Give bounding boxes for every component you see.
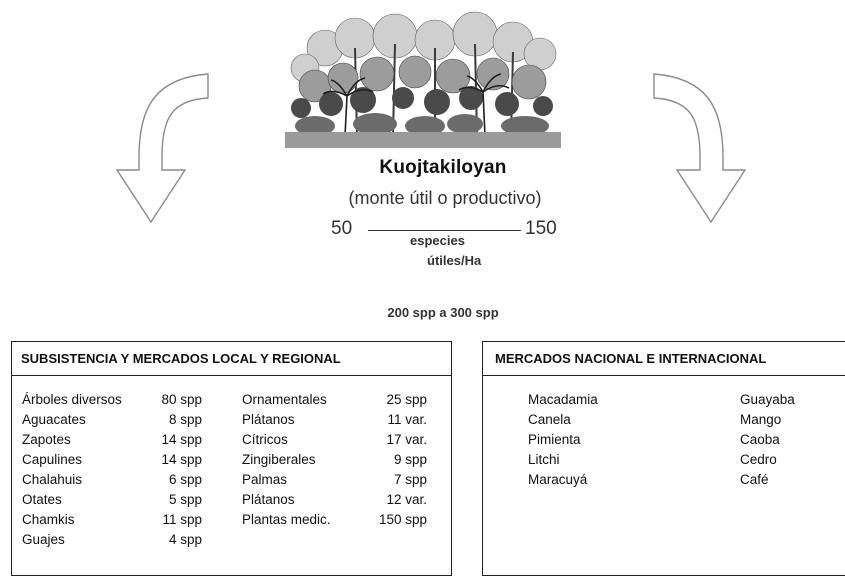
item-name: Mango [740, 412, 782, 427]
total-species: 200 spp a 300 spp [387, 305, 499, 320]
list-item: Otates 5 spp [12, 490, 232, 510]
item-name: Aguacates [22, 412, 86, 427]
item-qty: 25 spp [386, 392, 427, 407]
item-name: Otates [22, 492, 62, 507]
item-name: Caoba [740, 432, 780, 447]
list-item: Plantas medic. 150 spp [232, 510, 452, 530]
list-item: Cítricos 17 var. [232, 430, 452, 450]
item-qty: 150 spp [378, 512, 427, 527]
item-name: Zapotes [22, 432, 71, 447]
subsistence-box: SUBSISTENCIA Y MERCADOS LOCAL Y REGIONAL… [11, 341, 452, 576]
range-unit-line1: especies [410, 233, 465, 248]
item-name: Cedro [740, 452, 777, 467]
national-header: MERCADOS NACIONAL E INTERNACIONAL [483, 342, 845, 376]
range-line [368, 230, 521, 231]
item-name: Zingiberales [242, 452, 316, 467]
subsistence-header: SUBSISTENCIA Y MERCADOS LOCAL Y REGIONAL [12, 342, 451, 376]
item-qty: 7 spp [393, 472, 427, 487]
list-item: Aguacates 8 spp [12, 410, 232, 430]
curved-arrow-down-right-icon [653, 73, 747, 224]
list-item: Zapotes 14 spp [12, 430, 232, 450]
rainforest-illustration [285, 11, 561, 148]
list-item: Litchi Cedro [483, 450, 843, 470]
list-item: Ornamentales 25 spp [232, 390, 452, 410]
national-box: MERCADOS NACIONAL E INTERNACIONAL Macada… [482, 341, 845, 576]
list-item: Plátanos 12 var. [232, 490, 452, 510]
item-qty: 5 spp [168, 492, 202, 507]
list-item: Maracuyá Café [483, 470, 843, 490]
list-item: Macadamia Guayaba [483, 390, 843, 410]
list-item: Pimienta Caoba [483, 430, 843, 450]
range-unit-line2: útiles/Ha [427, 253, 482, 268]
item-name: Cítricos [242, 432, 288, 447]
item-name: Capulines [22, 452, 83, 467]
item-qty: 14 spp [161, 432, 202, 447]
list-item: Zingiberales 9 spp [232, 450, 452, 470]
item-qty: 11 spp [162, 512, 202, 527]
item-name: Maracuyá [528, 472, 588, 487]
item-name: Guajes [22, 532, 65, 547]
item-name: Árboles diversos [22, 392, 122, 407]
list-item: Capulines 14 spp [12, 450, 232, 470]
item-qty: 14 spp [161, 452, 202, 467]
item-qty: 6 spp [168, 472, 202, 487]
item-qty: 80 spp [161, 392, 202, 407]
item-qty: 12 var. [386, 492, 427, 507]
item-name: Plantas medic. [242, 512, 331, 527]
item-name: Plátanos [242, 492, 295, 507]
item-qty: 8 spp [168, 412, 202, 427]
list-item: Palmas 7 spp [232, 470, 452, 490]
item-name: Ornamentales [242, 392, 327, 407]
item-name: Guayaba [740, 392, 795, 407]
item-qty: 9 spp [393, 452, 427, 467]
list-item: Chalahuis 6 spp [12, 470, 232, 490]
curved-arrow-down-left-icon [115, 73, 209, 224]
item-name: Litchi [528, 452, 560, 467]
item-name: Chalahuis [22, 472, 83, 487]
forest-subtitle: (monte útil o productivo) [348, 188, 542, 208]
item-name: Canela [528, 412, 571, 427]
forest-title: Kuojtakiloyan [379, 157, 507, 178]
item-qty: 17 var. [386, 432, 427, 447]
list-item: Guajes 4 spp [12, 530, 232, 550]
list-item: Canela Mango [483, 410, 843, 430]
item-name: Plátanos [242, 412, 295, 427]
list-item: Plátanos 11 var. [232, 410, 452, 430]
item-name: Pimienta [528, 432, 581, 447]
item-qty: 4 spp [168, 532, 202, 547]
range-max: 150 [525, 218, 557, 239]
item-name: Chamkis [22, 512, 75, 527]
item-name: Macadamia [528, 392, 598, 407]
item-qty: 11 var. [387, 412, 427, 427]
range-min: 50 [331, 218, 353, 239]
item-name: Café [740, 472, 769, 487]
item-name: Palmas [242, 472, 288, 487]
list-item: Árboles diversos 80 spp [12, 390, 232, 410]
list-item: Chamkis 11 spp [12, 510, 232, 530]
